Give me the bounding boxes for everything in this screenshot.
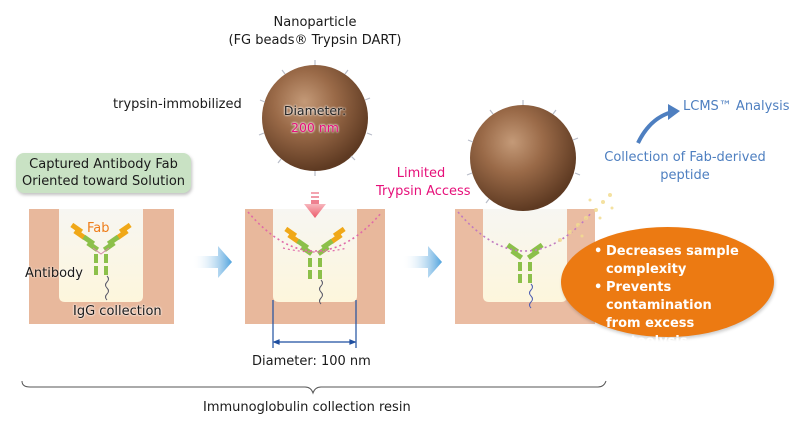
pore-diameter-label: Diameter: 100 nm <box>252 354 371 369</box>
trypsin-reach-line-2 <box>282 247 348 253</box>
benefit-line: Decreases sample <box>606 244 739 259</box>
pore-diameter-marker <box>272 300 357 348</box>
nanoparticle-title: Nanoparticle (FG beads® Trypsin DART) <box>185 14 445 50</box>
antibody-3-icon <box>506 242 544 309</box>
antibody-1-icon <box>70 222 132 301</box>
resin-label: Immunoglobulin collection resin <box>203 400 411 415</box>
trypsin-immobilized-label: trypsin-immobilized <box>113 97 242 112</box>
igg-collection-label: IgG collection <box>73 304 162 319</box>
process-arrow-1-icon <box>192 246 232 278</box>
benefit-item: Decreases sample complexity <box>594 243 774 279</box>
bead-diameter-value: 200 nm <box>291 120 339 135</box>
bead-diameter-label: Diameter: <box>283 103 347 118</box>
nanoparticle-title-line2: (FG beads® Trypsin DART) <box>228 33 402 48</box>
benefits-ellipse: Decreases sample complexity Prevents cont… <box>561 227 774 349</box>
benefit-line: Prevents contamination <box>606 280 712 313</box>
callout-line1: Captured Antibody Fab <box>29 157 178 172</box>
benefit-line: from excess proteolysis <box>606 316 695 349</box>
antibody-label: Antibody <box>25 266 83 281</box>
benefits-list: Decreases sample complexity Prevents cont… <box>594 243 774 351</box>
process-arrow-2-icon <box>402 246 442 278</box>
access-line2: Trypsin Access <box>376 184 471 199</box>
lcms-analysis-label: LCMS™ Analysis <box>683 99 790 114</box>
released-peptides-icon <box>558 193 614 242</box>
fab-label: Fab <box>87 221 110 236</box>
benefit-line: complexity <box>606 262 687 277</box>
collection-line1: Collection of Fab-derived <box>604 150 766 165</box>
lcms-arrow-icon <box>636 104 680 144</box>
fab-peptide-collection-label: Collection of Fab-derived peptide <box>590 149 780 185</box>
collection-line2: peptide <box>660 168 710 183</box>
captured-fab-callout: Captured Antibody Fab Oriented toward So… <box>16 153 192 193</box>
nanoparticle-bead-1 <box>258 60 373 176</box>
nanoparticle-title-line1: Nanoparticle <box>273 15 357 30</box>
pink-down-arrow-icon <box>304 192 326 218</box>
resin-well-1 <box>29 209 174 324</box>
resin-well-2 <box>245 209 385 324</box>
access-line1: Limited <box>396 166 446 181</box>
resin-brace <box>21 380 607 395</box>
nanoparticle-bead-2 <box>466 100 581 211</box>
callout-line2: Oriented toward Solution <box>22 174 186 189</box>
limited-trypsin-access-label: Limited Trypsin Access <box>376 165 471 201</box>
